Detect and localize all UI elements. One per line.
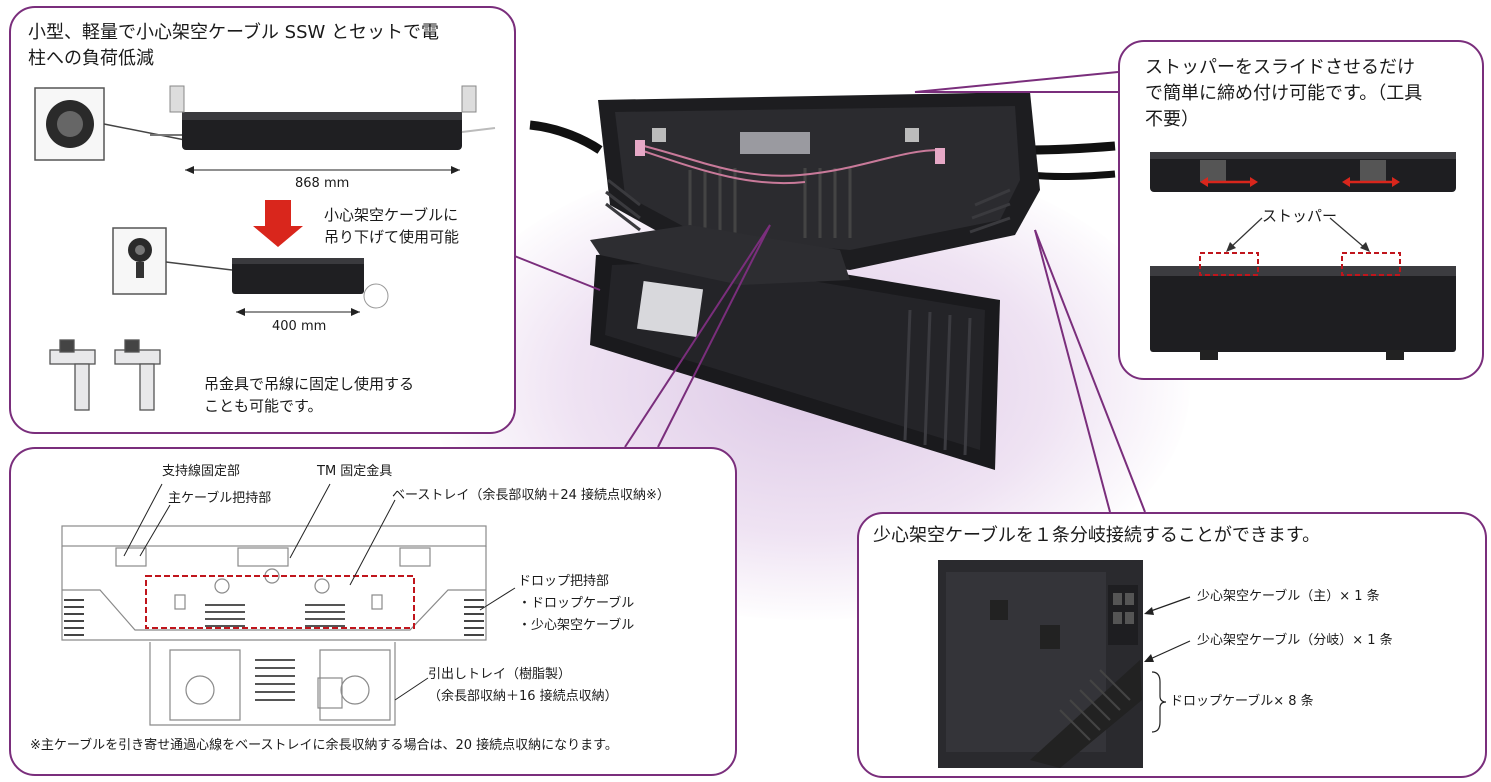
footnote: ※主ケーブルを引き寄せ通過心線をベーストレイに余長収納する場合は、20 接続点収…: [30, 738, 618, 753]
hang-text-line2: 吊り下げて使用可能: [324, 228, 460, 246]
label-base-tray: ベーストレイ（余長部収納＋24 接続点収納※）: [392, 488, 670, 503]
label-support-wire: 支持線固定部: [162, 464, 241, 479]
panel-br-title: 少心架空ケーブルを１条分岐接続することができます。: [873, 525, 1321, 546]
dim-868-mm: 868 mm: [295, 176, 350, 191]
structure-diagram: [61, 483, 516, 726]
ssw-closure-illustration: [34, 85, 496, 411]
clamp-illustration: [49, 339, 161, 411]
label-small-cable-main: 少心架空ケーブル（主）× 1 条: [1197, 589, 1380, 604]
label-pull-tray-1: 引出しトレイ（樹脂製）: [428, 667, 572, 682]
panel-tr-line2: で簡単に締め付け可能です。（工具: [1145, 83, 1423, 104]
label-small-cable-branch: 少心架空ケーブル（分岐）× 1 条: [1197, 633, 1393, 648]
label-main-cable-grip: 主ケーブル把持部: [168, 491, 272, 506]
red-down-arrow-icon: [253, 200, 303, 247]
panel-tr-line1: ストッパーをスライドさせるだけ: [1145, 57, 1415, 78]
label-tm-bracket: TM 固定金具: [317, 464, 393, 479]
clamp-text-line1: 吊金具で吊線に固定し使用する: [204, 375, 415, 393]
panel-tl-title-line1: 小型、軽量で小心架空ケーブル SSW とセットで電: [28, 22, 440, 43]
label-drop-grip: ドロップ把持部: [518, 574, 610, 589]
panel-tl-title-line2: 柱への負荷低減: [28, 48, 154, 69]
label-drop-cable: ・ドロップケーブル: [518, 596, 635, 611]
dim-400-mm: 400 mm: [272, 319, 327, 334]
label-pull-tray-2: （余長部収納＋16 接続点収納）: [428, 689, 618, 704]
label-small-cable: ・少心架空ケーブル: [518, 618, 635, 633]
stopper-label: ストッパー: [1262, 207, 1338, 225]
panel-tr-line3: 不要）: [1145, 109, 1199, 130]
label-drop-cable-8: ドロップケーブル× 8 条: [1170, 694, 1314, 709]
panel-structure: [9, 447, 737, 776]
hang-text-line1: 小心架空ケーブルに: [324, 206, 459, 224]
clamp-text-line2: ことも可能です。: [204, 397, 323, 415]
